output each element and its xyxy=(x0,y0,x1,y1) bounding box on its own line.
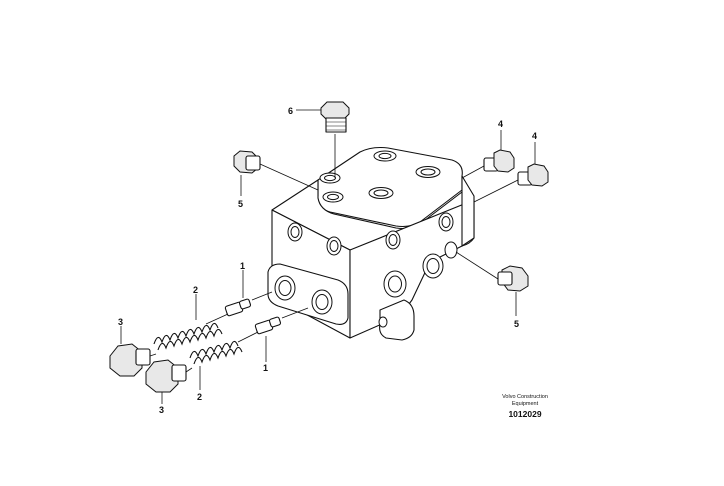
plug-5-right xyxy=(497,265,529,292)
spring-2-lower xyxy=(189,340,243,365)
valve-body xyxy=(267,146,475,341)
plug-6 xyxy=(320,101,350,133)
plug-4-right xyxy=(517,163,549,187)
plug-3-lower xyxy=(145,359,187,393)
callout-2-upper: 2 xyxy=(193,285,198,295)
callout-4-left: 4 xyxy=(498,119,503,129)
credit-block: Volvo Construction Equipment 1012029 xyxy=(490,394,560,419)
plug-5-left xyxy=(233,150,261,174)
callout-3-lower: 3 xyxy=(159,405,164,415)
plug-3-upper xyxy=(109,343,151,377)
callout-6: 6 xyxy=(288,106,293,116)
callout-2-lower: 2 xyxy=(197,392,202,402)
callout-4-right: 4 xyxy=(532,131,537,141)
callout-5-left: 5 xyxy=(238,199,243,209)
poppet-1-upper xyxy=(224,298,252,317)
credit-line-2: Equipment xyxy=(511,400,539,407)
plug-4-left xyxy=(483,149,515,173)
spring-2-upper xyxy=(153,322,223,351)
callout-1-lower: 1 xyxy=(263,363,268,373)
callout-3-upper: 3 xyxy=(118,317,123,327)
callout-1-upper: 1 xyxy=(240,261,245,271)
poppet-1-lower xyxy=(254,316,282,335)
credit-line-1: Volvo Construction xyxy=(502,394,548,400)
callout-5-right: 5 xyxy=(514,319,519,329)
drawing-number: 1012029 xyxy=(508,409,542,419)
